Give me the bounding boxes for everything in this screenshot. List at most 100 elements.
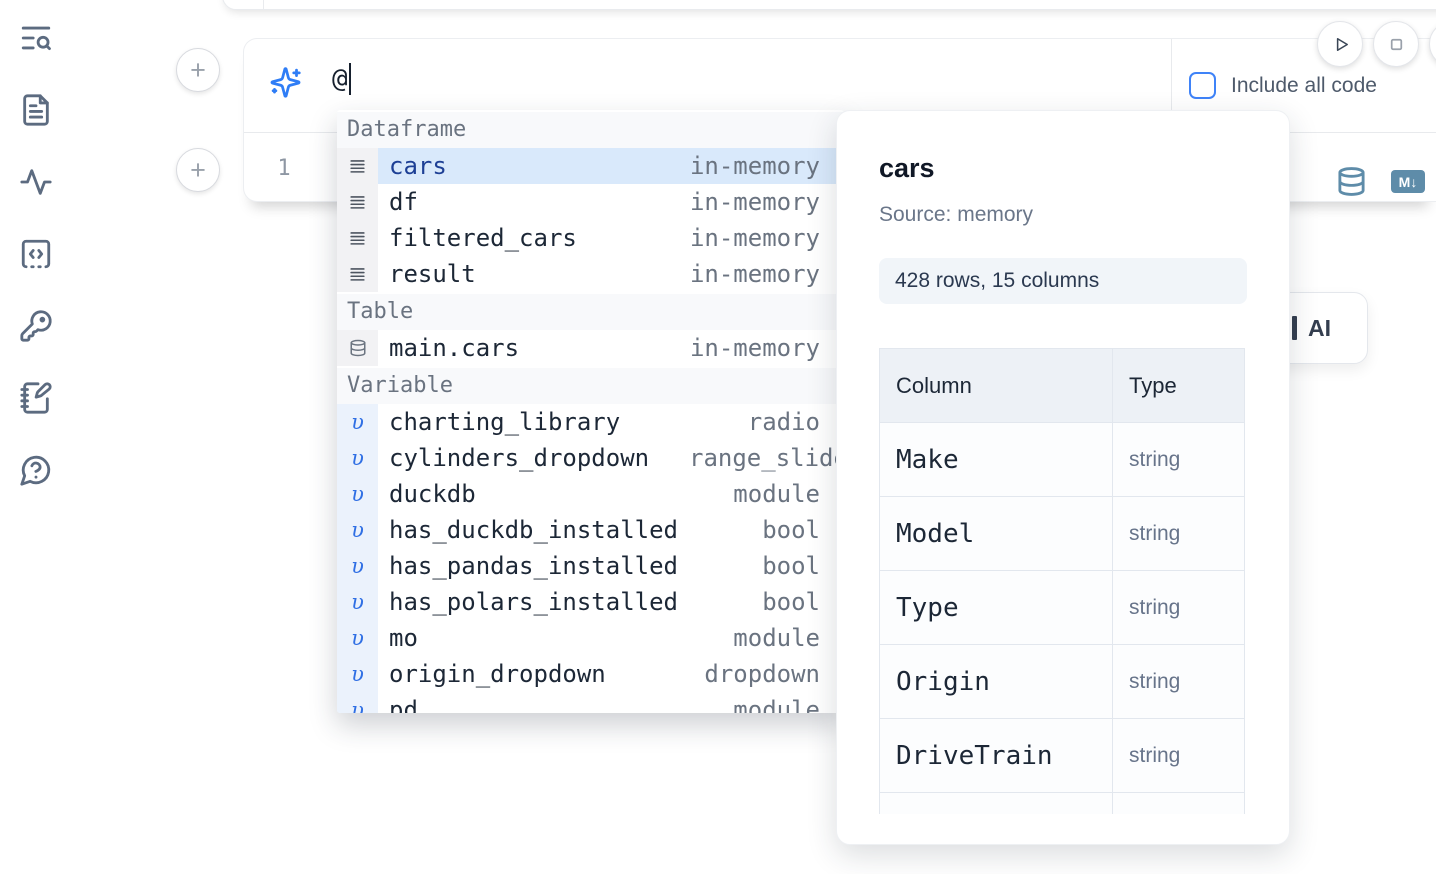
item-type: in-memory (689, 224, 820, 252)
autocomplete-item-result[interactable]: result in-memory (337, 256, 844, 292)
variable-icon: υ (351, 482, 364, 506)
key-icon[interactable] (17, 309, 55, 343)
variable-icon: υ (351, 590, 364, 614)
variable-icon: υ (337, 548, 378, 584)
item-type: bool (762, 516, 820, 544)
item-type: range_slider (689, 444, 844, 472)
variable-icon: υ (337, 512, 378, 548)
item-name: cylinders_dropdown (389, 444, 650, 472)
column-type: string (1112, 570, 1245, 645)
column-name: DriveTrain (879, 718, 1113, 793)
item-name: result (389, 260, 476, 288)
dataframe-preview-panel: cars Source: memory 428 rows, 15 columns… (836, 110, 1290, 845)
stop-cell-button[interactable] (1373, 21, 1419, 67)
add-cell-button-bottom[interactable]: + (176, 148, 220, 192)
database-icon (337, 330, 378, 366)
rows-icon (350, 267, 365, 281)
ai-prompt-input[interactable]: @ (332, 63, 351, 95)
help-chat-icon[interactable] (17, 453, 55, 487)
column-type: string (1112, 422, 1245, 497)
item-type: in-memory (689, 188, 820, 216)
include-all-code-checkbox[interactable] (1189, 72, 1216, 99)
item-type: in-memory (689, 152, 820, 180)
schema-header-type: Type (1112, 348, 1245, 423)
variable-icon: υ (351, 662, 364, 686)
play-icon (1336, 37, 1348, 51)
activity-icon[interactable] (17, 165, 55, 199)
code-cell-icon[interactable] (17, 237, 55, 271)
column-type (1112, 792, 1245, 814)
item-type: in-memory (689, 334, 820, 362)
database-icon[interactable] (1336, 166, 1367, 202)
rows-icon (337, 148, 378, 184)
help-chat-icon (20, 455, 51, 486)
item-name: pd (389, 696, 418, 713)
variable-icon: υ (351, 626, 364, 650)
rows-icon (350, 195, 365, 209)
variable-icon: υ (337, 620, 378, 656)
variable-icon: υ (337, 692, 378, 713)
previous-cell-bottom-edge (222, 0, 1436, 10)
run-cell-button[interactable] (1317, 21, 1363, 67)
autocomplete-item-filtered_cars[interactable]: filtered_cars in-memory (337, 220, 844, 256)
line-number: 1 (277, 155, 291, 181)
item-name: filtered_cars (389, 224, 577, 252)
text-search-icon[interactable] (17, 21, 55, 55)
add-cell-button-top[interactable]: + (176, 48, 220, 92)
activity-icon (20, 169, 52, 195)
file-document-icon[interactable] (17, 93, 55, 127)
notebook-pen-icon (20, 382, 52, 414)
clipped-letter-fragment (1292, 316, 1297, 340)
file-document-icon (23, 94, 49, 126)
variable-icon: υ (337, 656, 378, 692)
item-type: module (733, 696, 820, 713)
variable-icon: υ (351, 698, 364, 713)
sparkles-icon (270, 67, 301, 98)
item-name: main.cars (389, 334, 520, 362)
item-type: bool (762, 588, 820, 616)
autocomplete-section-table: Table (337, 294, 844, 330)
ai-prompt-row: @ Include all code (244, 39, 1436, 132)
rows-icon (337, 184, 378, 220)
variable-icon: υ (351, 554, 364, 578)
column-type: string (1112, 718, 1245, 793)
item-type: in-memory (689, 260, 820, 288)
markdown-convert-icon[interactable]: M↓ (1391, 170, 1425, 193)
column-name: Type (879, 570, 1113, 645)
item-name: duckdb (389, 480, 476, 508)
item-name: has_duckdb_installed (389, 516, 678, 544)
sparkles-icon (269, 66, 302, 104)
autocomplete-item-main.cars[interactable]: main.cars in-memory (337, 330, 844, 366)
autocomplete-section-variable: Variable (337, 368, 844, 404)
prompt-divider (1171, 39, 1172, 132)
item-type: module (733, 624, 820, 652)
column-name: Origin (879, 644, 1113, 719)
autocomplete-item-has_duckdb_installed[interactable]: υ has_duckdb_installed bool (337, 512, 844, 548)
variable-icon: υ (351, 446, 364, 470)
autocomplete-item-pd[interactable]: υ pd module (337, 692, 844, 713)
autocomplete-item-cylinders_dropdown[interactable]: υ cylinders_dropdown range_slider (337, 440, 844, 476)
rows-icon (337, 256, 378, 292)
notebook-pen-icon[interactable] (17, 381, 55, 415)
previous-cell-divider (263, 0, 264, 9)
autocomplete-item-content: cylinders_dropdown range_slider (378, 440, 844, 476)
variable-icon: υ (337, 440, 378, 476)
variable-icon: υ (337, 476, 378, 512)
